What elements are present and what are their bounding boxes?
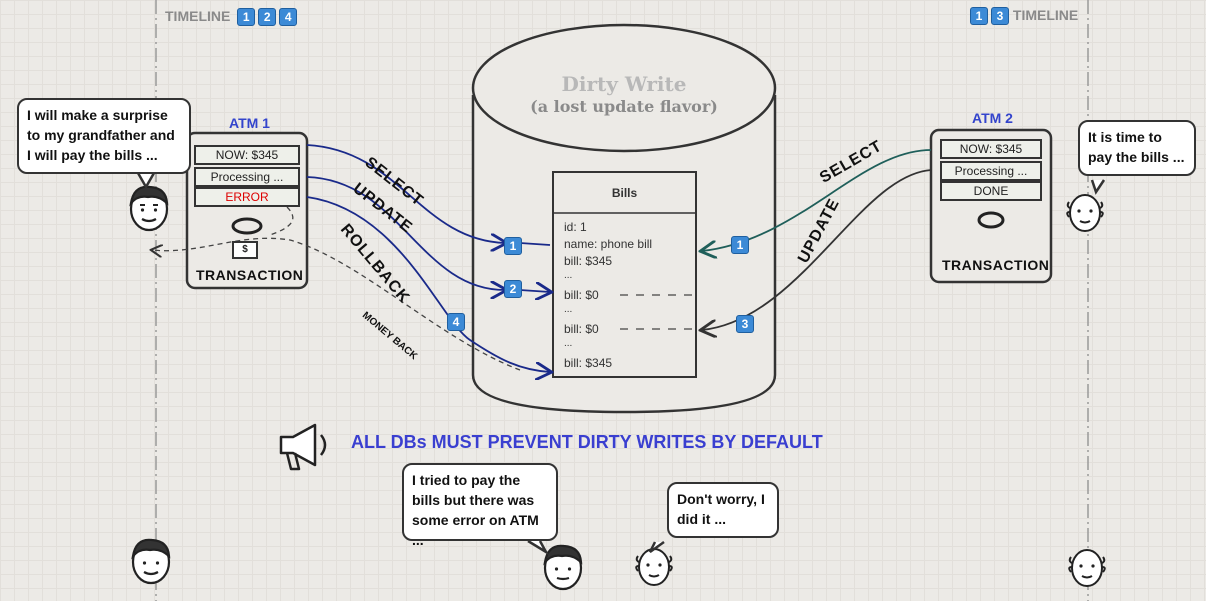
- step-badge-rollback-left: 4: [447, 313, 465, 331]
- timeline-right-label: TIMELINE: [1012, 7, 1079, 23]
- atm1-screen-now: NOW: $345: [194, 145, 300, 165]
- step-badge: 2: [258, 8, 277, 27]
- young-man-face-icon-bottom-center: [543, 544, 583, 591]
- atm1-transaction-label: TRANSACTION: [196, 267, 304, 283]
- step-badge: 1: [970, 7, 988, 26]
- speech-bubble-grandpa-bottom: Don't worry, I did it ...: [667, 482, 779, 538]
- arrow-select-to-row: [519, 242, 551, 246]
- bills-row: bill: $345: [564, 356, 613, 370]
- step-badge: 4: [279, 8, 298, 27]
- bubble-tail-grandpa-bottom: [648, 540, 665, 554]
- step-badge-select-left: 1: [504, 237, 522, 255]
- atm2-screen-processing: Processing ...: [940, 161, 1042, 181]
- arrow-select-left: [306, 144, 505, 243]
- grandpa-face-icon-bottom-right: [1068, 549, 1106, 587]
- step-badge: 3: [991, 7, 1009, 26]
- step-badge: 1: [237, 8, 256, 27]
- bubble-tail-grandson-top: [136, 172, 156, 190]
- bills-table-box: [552, 171, 697, 378]
- bills-row: name: phone bill: [564, 237, 653, 251]
- step-badge-select-right: 1: [731, 236, 749, 254]
- atm1-screen-error: ERROR: [194, 187, 300, 207]
- atm1-screen-processing: Processing ...: [194, 167, 300, 187]
- database-title: Dirty Write: [561, 72, 687, 96]
- young-man-face-icon: [129, 185, 169, 232]
- grandpa-face-icon: [1066, 194, 1104, 232]
- bubble-tail-grandpa-top: [1090, 179, 1106, 195]
- database-subtitle: (a lost update flavor): [530, 97, 718, 116]
- atm1-title: ATM 1: [229, 115, 270, 131]
- arrow-money-to-atm: [269, 206, 294, 236]
- money-icon: $: [232, 241, 258, 259]
- arrow-update-left: [306, 176, 505, 290]
- arrow-money-back: [152, 237, 521, 371]
- megaphone-icon: [279, 423, 327, 471]
- speech-bubble-grandpa-top: It is time to pay the bills ...: [1078, 120, 1196, 176]
- bills-row: id: 1: [564, 220, 587, 234]
- bills-table-title: Bills: [611, 186, 638, 200]
- step-badge-update-left: 2: [504, 280, 522, 298]
- grandpa-face-icon-bottom-center: [635, 548, 673, 586]
- timeline-left-label: TIMELINE: [165, 8, 231, 24]
- arrow-update-to-row: [519, 290, 550, 292]
- atm2-title: ATM 2: [972, 110, 1013, 126]
- bubble-tail-grandson-bottom: [527, 539, 550, 556]
- bills-row: bill: $0: [564, 288, 599, 302]
- atm2-screen-done: DONE: [940, 181, 1042, 201]
- atm2-screen-now: NOW: $345: [940, 139, 1042, 159]
- bills-row: ...: [564, 338, 573, 349]
- bills-row: ...: [564, 270, 573, 281]
- speech-bubble-grandson-bottom: I tried to pay the bills but there was s…: [402, 463, 558, 548]
- young-man-face-icon-bottom-left: [131, 538, 171, 585]
- bills-row: bill: $0: [564, 322, 599, 336]
- headline: ALL DBs MUST PREVENT DIRTY WRITES BY DEF…: [351, 432, 823, 452]
- bills-row: bill: $345: [564, 254, 613, 268]
- bills-row: ...: [564, 304, 573, 315]
- step-badge-update-right: 3: [736, 315, 754, 333]
- speech-bubble-grandson-top: I will make a surprise to my grandfather…: [17, 98, 191, 174]
- atm2-transaction-label: TRANSACTION: [942, 257, 1050, 273]
